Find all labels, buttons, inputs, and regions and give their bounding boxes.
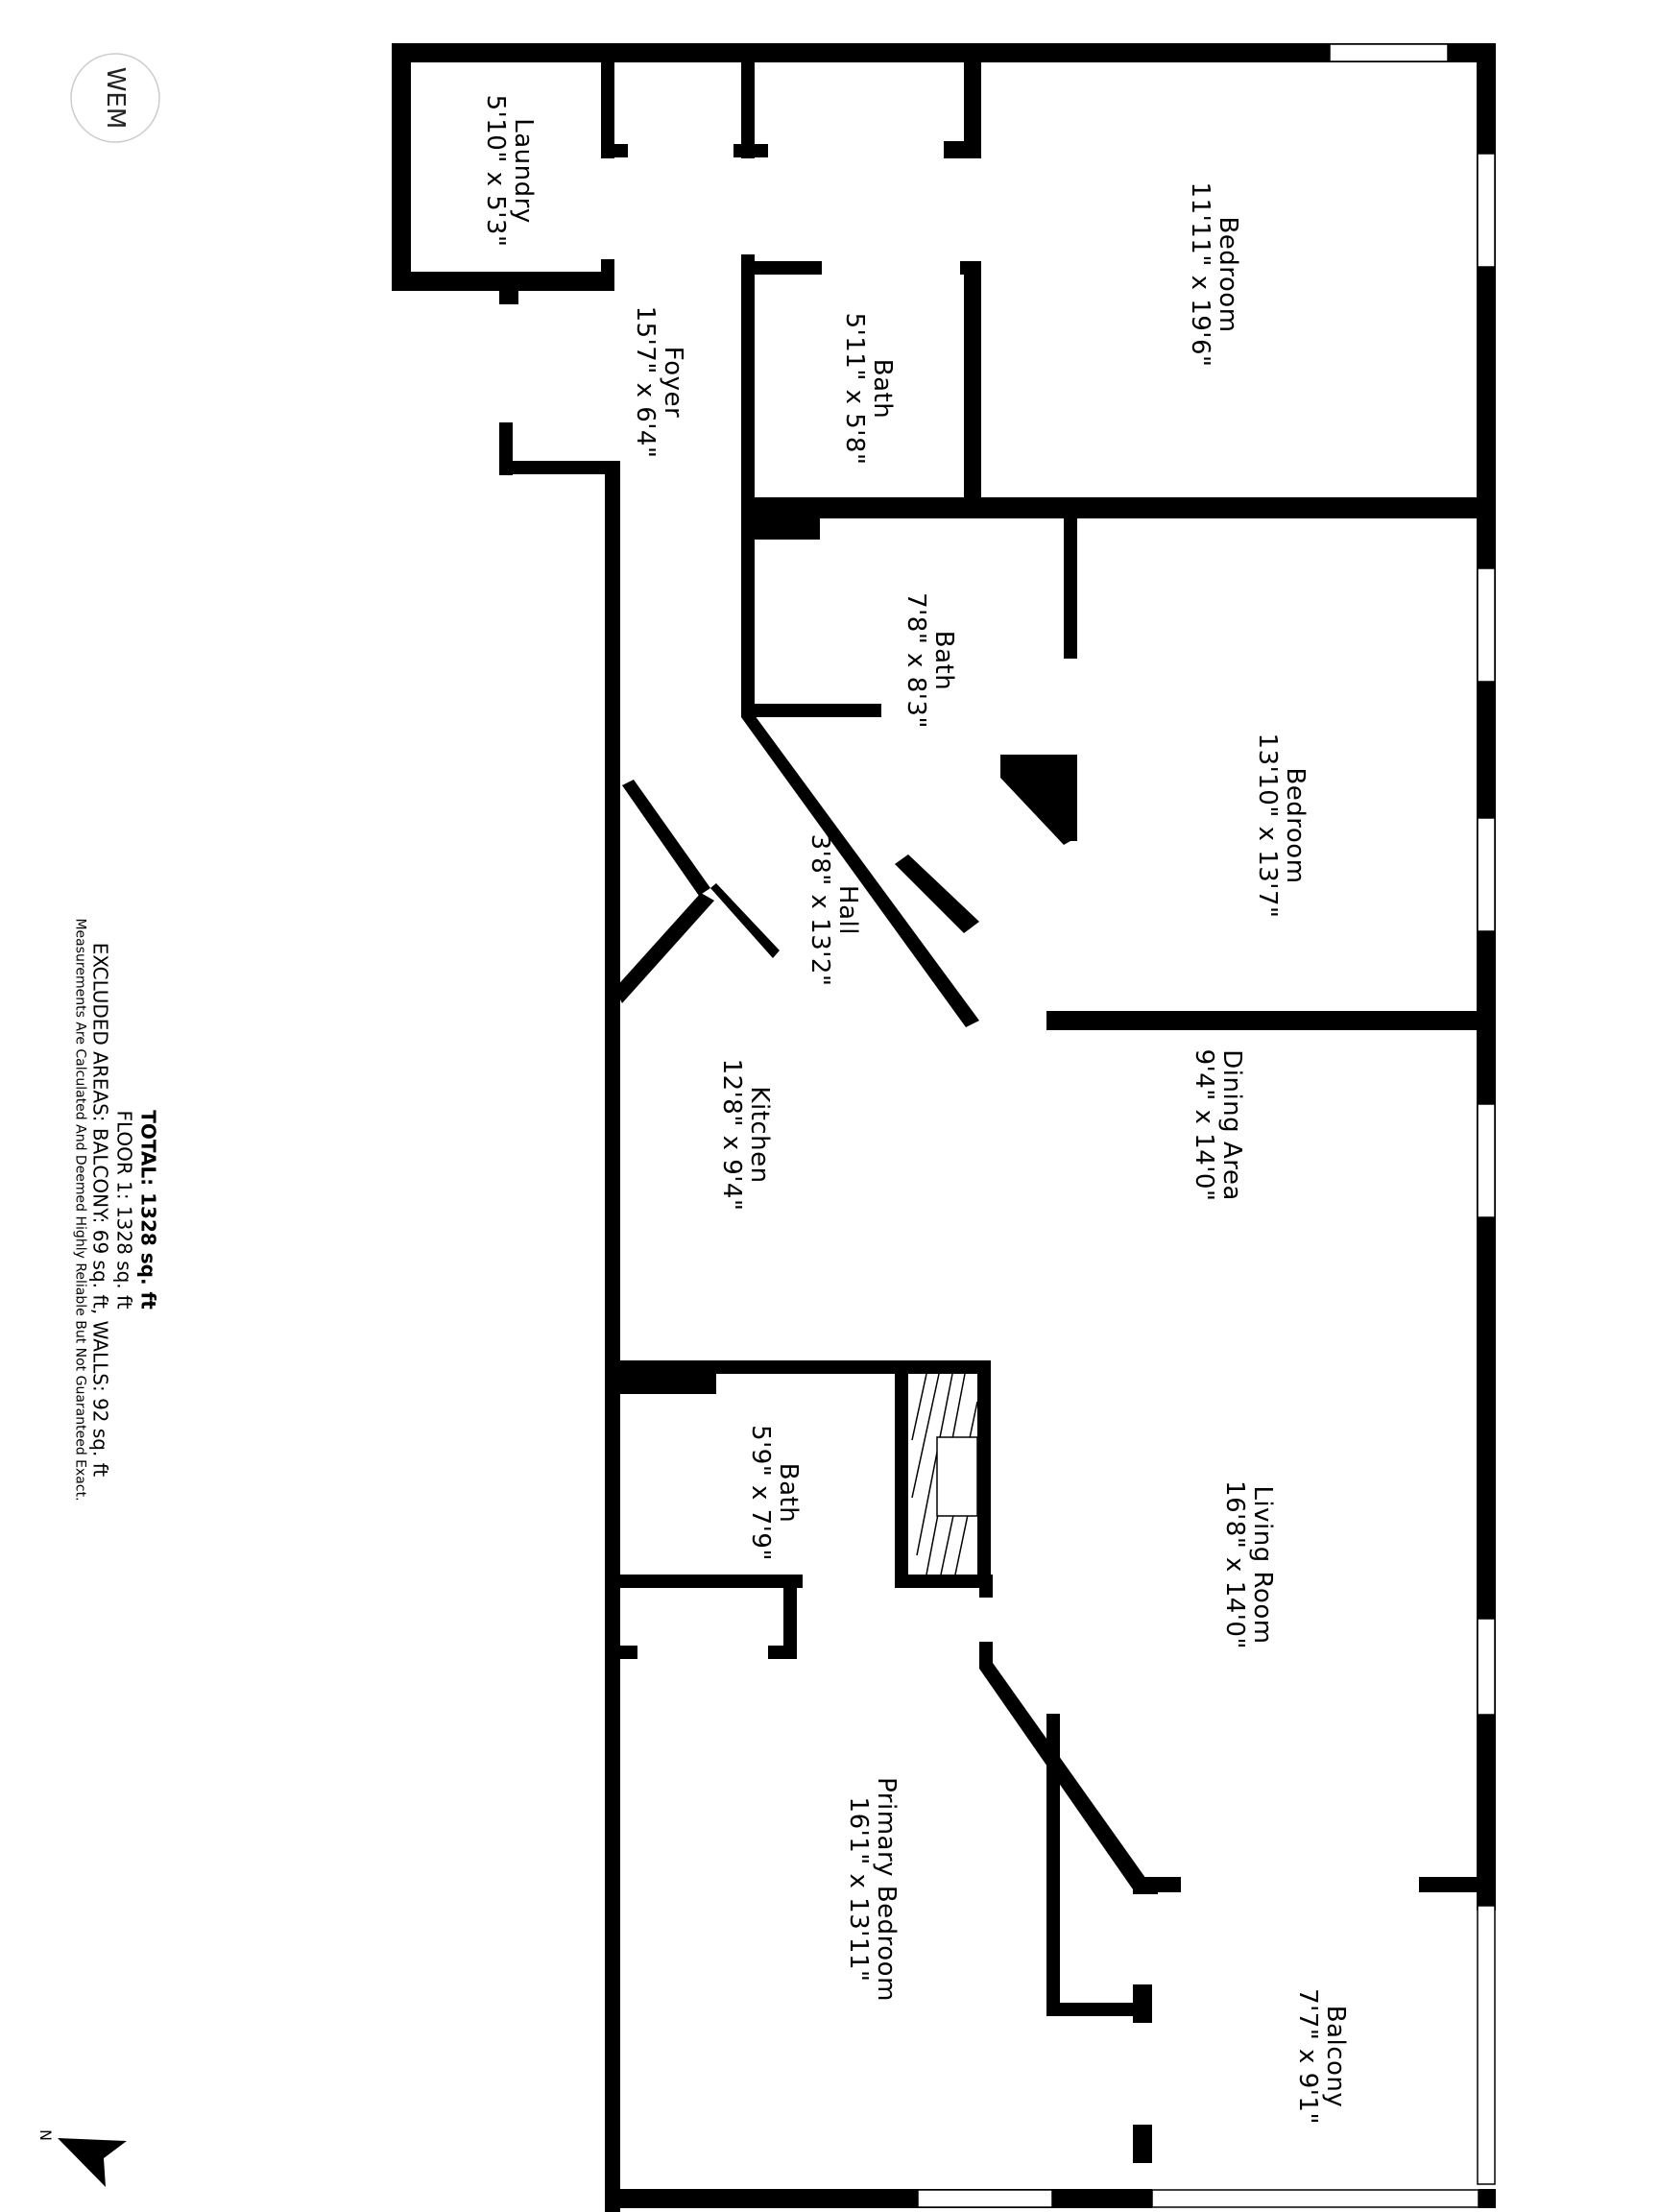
compass: N — [29, 2093, 144, 2189]
room-dimensions: 11'11" x 19'6" — [1186, 181, 1214, 368]
room-name: Dining Area — [1217, 1049, 1247, 1201]
room-name: Bedroom — [1214, 216, 1243, 333]
north-label: N — [36, 2129, 55, 2141]
logo-monogram: WEM — [101, 67, 130, 130]
room-dimensions: 12'8" x 9'4" — [717, 1058, 746, 1212]
walls — [392, 43, 1496, 2212]
room-name: Primary Bedroom — [872, 1777, 902, 2002]
room-dimensions: 5'9" x 7'9" — [746, 1425, 775, 1561]
room-name: Hall — [833, 885, 863, 935]
room-dimensions: 5'10" x 5'3" — [481, 94, 510, 248]
room-name: Bedroom — [1281, 767, 1310, 884]
fireplace — [911, 1373, 978, 1575]
north-arrow-icon — [58, 2138, 127, 2187]
total-area: TOTAL: 1328 sq. ft — [136, 1110, 160, 1310]
room-dimensions: 15'7" x 6'4" — [631, 305, 660, 459]
room-dimensions: 7'8" x 8'3" — [902, 592, 930, 729]
room-dimensions: 16'1" x 13'11" — [844, 1796, 873, 1983]
room-dimensions: 3'8" x 13'2" — [805, 833, 834, 987]
room-dimensions: 5'11" x 5'8" — [840, 312, 869, 466]
floor-area: FLOOR 1: 1328 sq. ft — [112, 1110, 136, 1310]
excluded-areas: EXCLUDED AREAS: BALCONY: 69 sq. ft, WALL… — [88, 942, 112, 1478]
area-summary: TOTAL: 1328 sq. ft FLOOR 1: 1328 sq. ft … — [71, 918, 160, 1502]
room-name: Bath — [774, 1462, 804, 1524]
room-name: Kitchen — [745, 1086, 775, 1184]
room-name: Laundry — [509, 118, 539, 224]
windows — [917, 43, 1496, 2208]
room-dimensions: 16'8" x 14'0" — [1220, 1480, 1249, 1649]
room-name: Foyer — [659, 346, 688, 419]
room-name: Bath — [868, 358, 898, 420]
room-name: Balcony — [1321, 2005, 1351, 2108]
room-name: Bath — [929, 630, 959, 691]
room-name: Living Room — [1248, 1485, 1278, 1645]
room-dimensions: 9'4" x 14'0" — [1190, 1048, 1218, 1202]
room-dimensions: 13'10" x 13'7" — [1253, 733, 1282, 919]
brand-logo: WEM — [67, 50, 163, 146]
disclaimer: Measurements Are Calculated And Deemed H… — [72, 918, 88, 1502]
room-dimensions: 7'7" x 9'1" — [1293, 1988, 1322, 2125]
